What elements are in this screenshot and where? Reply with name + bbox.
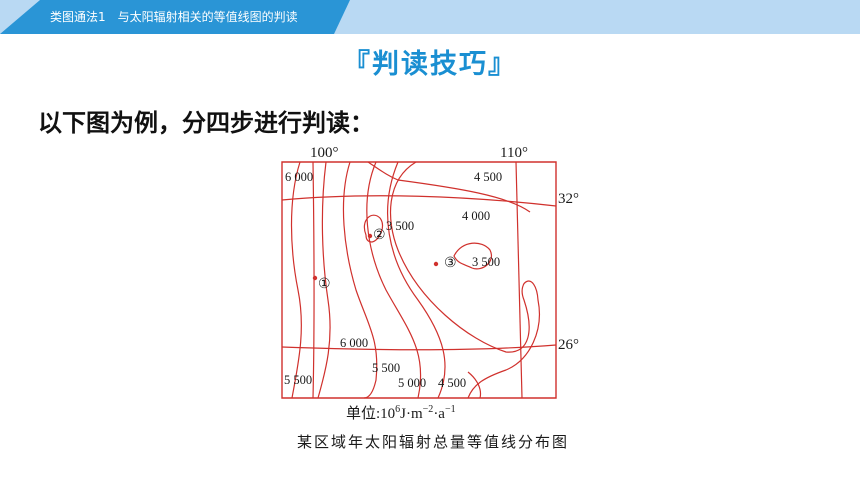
contour-west-2 [317, 161, 331, 399]
label-lat-26: 26° [558, 337, 579, 353]
contour-label-6000-s: 6 000 [340, 336, 369, 350]
map-caption: 某区域年太阳辐射总量等值线分布图 [296, 433, 569, 451]
map-drawing [281, 161, 557, 399]
contour-4000 [367, 161, 531, 213]
contour-label-6000-nw: 6 000 [285, 170, 314, 184]
contour-label-4500-n: 4 500 [474, 170, 503, 184]
contour-5500 [366, 161, 422, 399]
parallel-32 [281, 195, 557, 207]
contour-3500-west [363, 214, 384, 243]
point-3-dot [433, 261, 439, 267]
contour-lines [290, 161, 540, 399]
contour-5000 [387, 161, 446, 399]
parallel-26 [281, 344, 557, 351]
point-label-1: ① [318, 277, 331, 292]
section-title: 『判读技巧』 [343, 49, 517, 80]
contour-label-5500-s: 5 500 [372, 361, 401, 375]
banner-tab [0, 0, 350, 34]
meridian-100 [312, 161, 315, 399]
contour-6000 [342, 161, 378, 399]
contour-3500-east [453, 242, 492, 270]
meridian-110 [515, 161, 523, 399]
point-label-3: ③ [444, 256, 457, 271]
contour-4500-south [467, 371, 482, 399]
map-frame [281, 161, 557, 399]
contour-4500-loop [389, 161, 540, 399]
label-lon-100: 100° [310, 145, 339, 161]
contour-label-4000: 4 000 [462, 209, 491, 223]
contour-label-5500-sw: 5 500 [284, 373, 313, 387]
label-lon-110: 110° [500, 145, 528, 161]
intro-text: 以下图为例，分四步进行判读： [38, 109, 374, 137]
point-2-dot [367, 233, 373, 239]
map-frame-and-grid [281, 161, 557, 399]
point-1-dot [312, 275, 318, 281]
point-label-2: ② [373, 228, 386, 243]
banner-title: 类图通法1 与太阳辐射相关的等值线图的判读 [50, 10, 298, 24]
solar-radiation-map: 100° 110° 32° 26° 6 000 4 500 3 500 4 00… [268, 140, 598, 460]
unit-label: 单位:106J·m−2·a−1 [346, 404, 456, 422]
contour-label-3500-w: 3 500 [386, 219, 415, 233]
contour-west-1 [290, 161, 302, 399]
contour-label-3500-e: 3 500 [472, 255, 501, 269]
point-markers [312, 233, 439, 281]
contour-label-4500-s: 4 500 [438, 376, 467, 390]
top-banner: 类图通法1 与太阳辐射相关的等值线图的判读 [0, 0, 860, 34]
contour-label-5000: 5 000 [398, 376, 427, 390]
label-lat-32: 32° [558, 191, 579, 207]
